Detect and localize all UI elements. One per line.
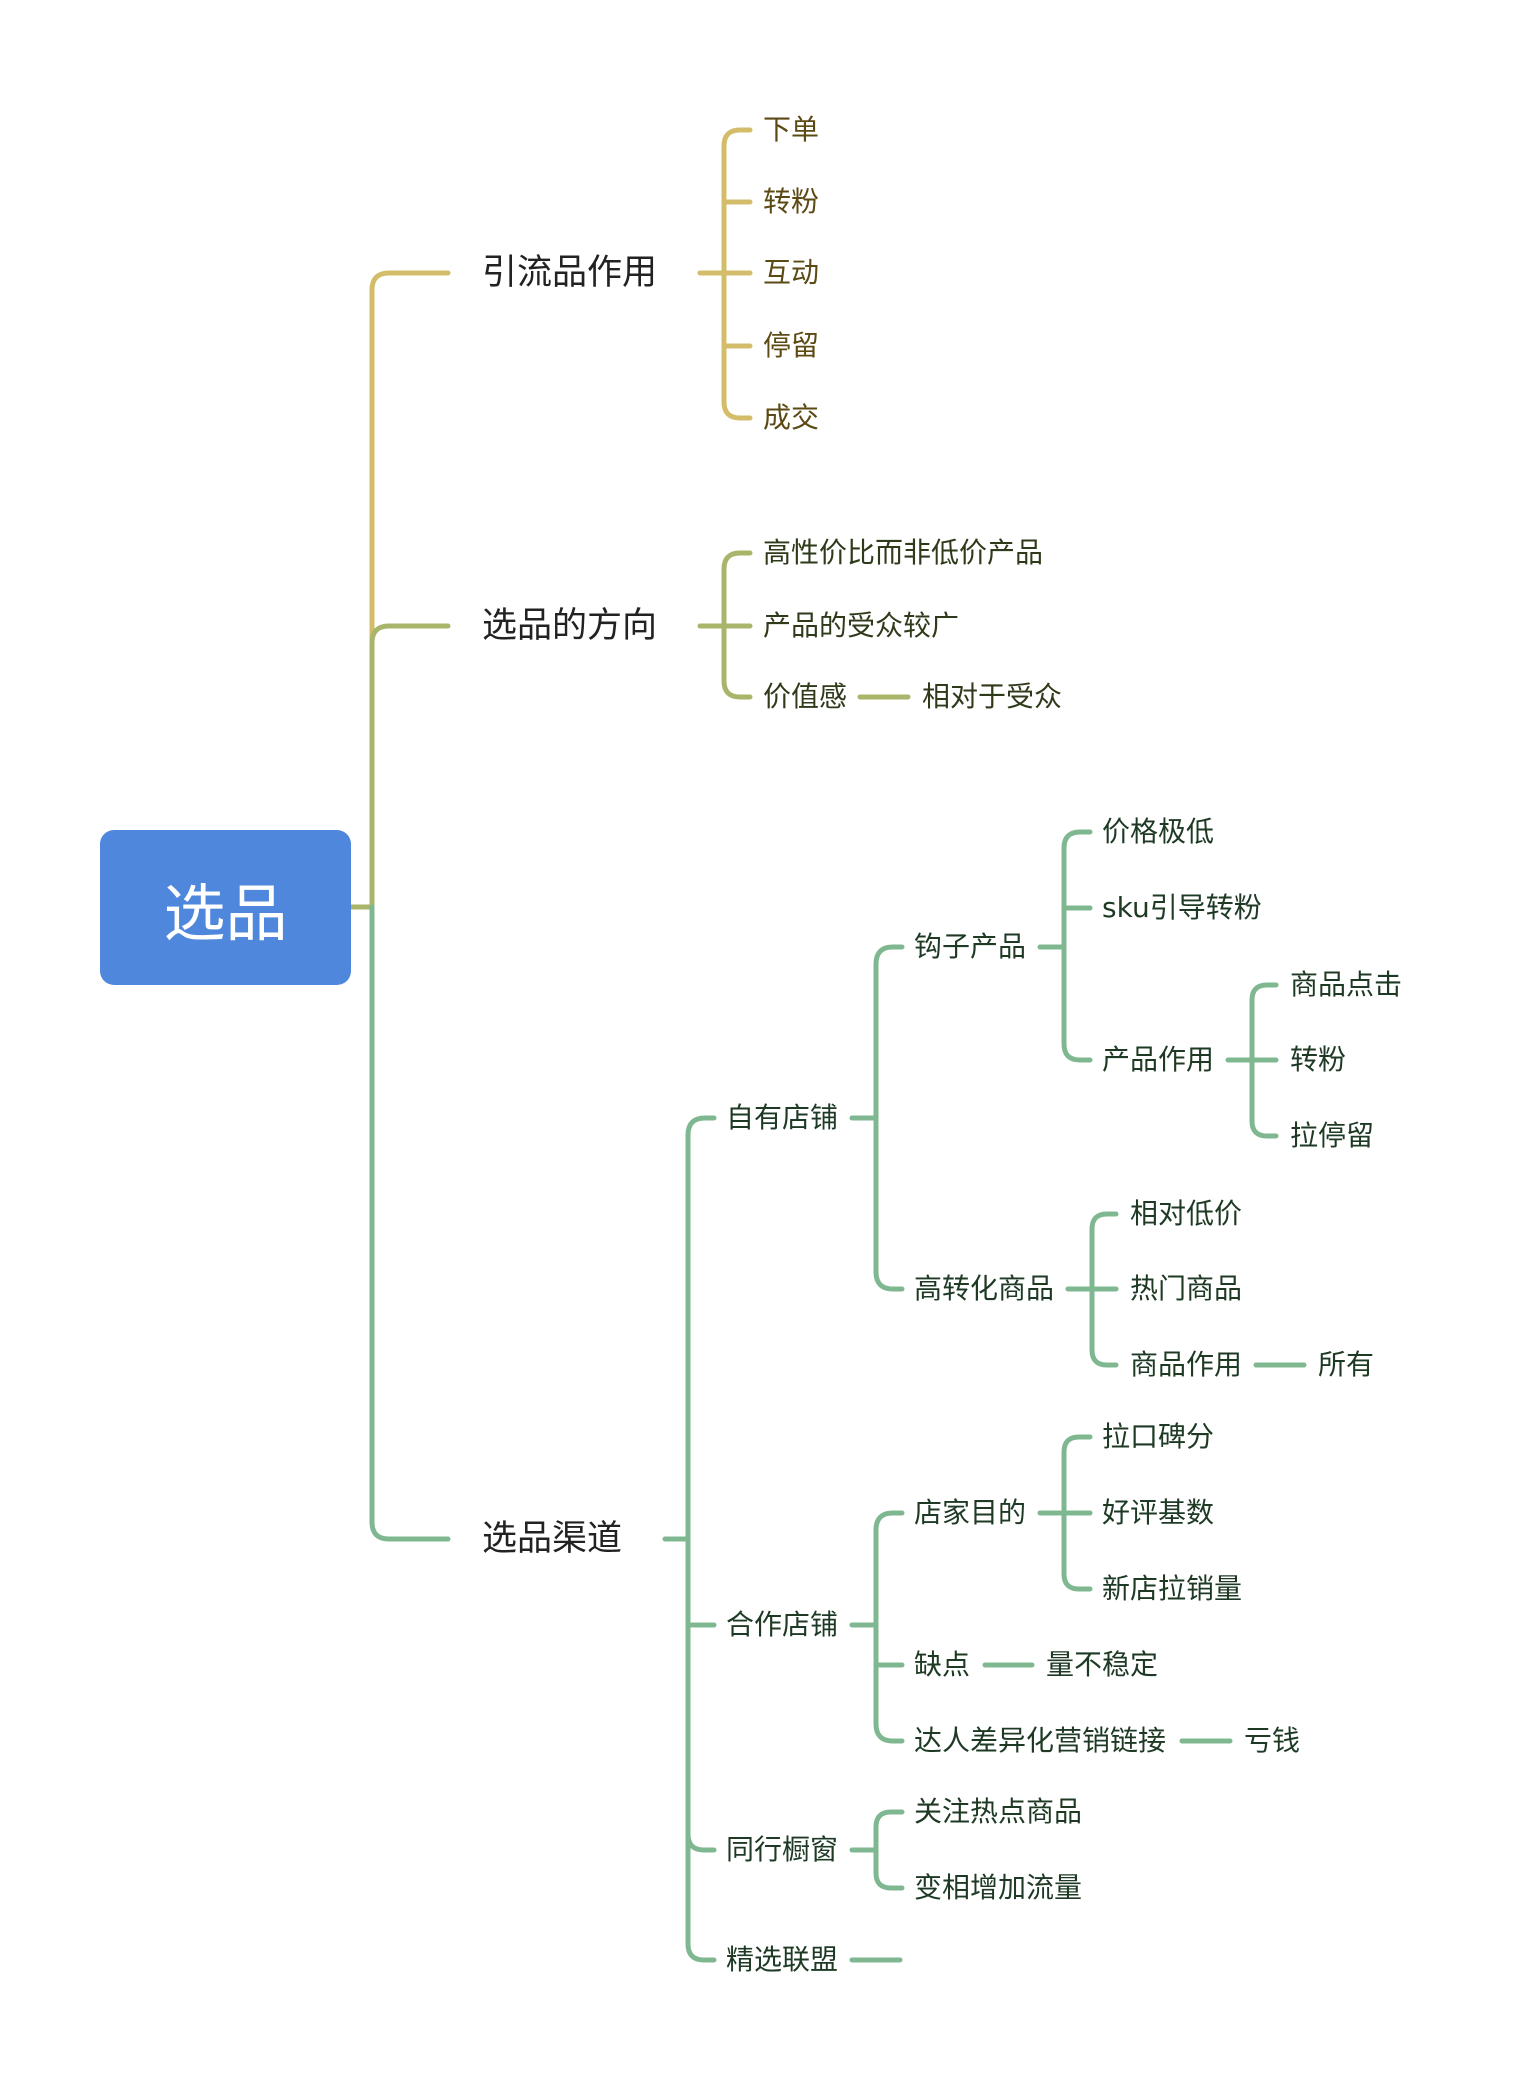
node-b1-child[interactable]: 停留 — [763, 329, 820, 362]
node-store-purpose-item[interactable]: 新店拉销量 — [1102, 1572, 1243, 1605]
node-b2-child[interactable]: 相对于受众 — [922, 680, 1063, 713]
node-branch-b2[interactable]: 选品的方向 — [482, 606, 658, 646]
connector-b2-children — [697, 550, 911, 700]
node-peer-window[interactable]: 同行橱窗 — [726, 1833, 839, 1866]
node-peer-window-item[interactable]: 变相增加流量 — [914, 1871, 1083, 1904]
node-hook-product[interactable]: 钩子产品 — [914, 930, 1027, 963]
node-influencer-value[interactable]: 亏钱 — [1244, 1724, 1301, 1757]
node-hook-role-item[interactable]: 商品点击 — [1290, 968, 1403, 1001]
node-b2-child[interactable]: 产品的受众较广 — [763, 609, 960, 642]
root-label: 选品 — [163, 876, 288, 950]
connector-b3-children — [662, 829, 1307, 1963]
connector-b1-children — [697, 127, 753, 421]
node-branch-b1[interactable]: 引流品作用 — [482, 253, 658, 293]
node-hook-role[interactable]: 产品作用 — [1102, 1043, 1215, 1076]
node-high-conv-item[interactable]: 热门商品 — [1130, 1272, 1243, 1305]
node-influencer-link[interactable]: 达人差异化营销链接 — [914, 1724, 1167, 1757]
node-drawback[interactable]: 缺点 — [914, 1648, 971, 1681]
node-high-conv-role[interactable]: 商品作用 — [1130, 1348, 1243, 1381]
node-branch-b3[interactable]: 选品渠道 — [482, 1519, 623, 1559]
node-hook-role-item[interactable]: 拉停留 — [1290, 1119, 1375, 1152]
connector-branch-b2 — [369, 623, 451, 910]
node-hook-role-item[interactable]: 转粉 — [1290, 1043, 1347, 1076]
node-own-store[interactable]: 自有店铺 — [726, 1101, 839, 1134]
node-b1-child[interactable]: 成交 — [763, 401, 820, 434]
root-node[interactable]: 选品 — [100, 830, 351, 985]
node-store-purpose-item[interactable]: 好评基数 — [1102, 1496, 1215, 1529]
node-selected-alliance[interactable]: 精选联盟 — [726, 1943, 839, 1976]
node-drawback-value[interactable]: 量不稳定 — [1046, 1648, 1159, 1681]
node-hook-item[interactable]: 价格极低 — [1102, 815, 1215, 848]
node-store-purpose[interactable]: 店家目的 — [914, 1496, 1027, 1529]
node-peer-window-item[interactable]: 关注热点商品 — [914, 1795, 1083, 1828]
node-high-conv-role-value[interactable]: 所有 — [1318, 1348, 1375, 1381]
node-b1-child[interactable]: 转粉 — [763, 185, 820, 218]
node-high-conv[interactable]: 高转化商品 — [914, 1272, 1055, 1305]
connector-branch-b1 — [369, 270, 451, 910]
node-b2-child[interactable]: 高性价比而非低价产品 — [763, 536, 1044, 569]
node-b1-child[interactable]: 下单 — [763, 113, 820, 146]
node-high-conv-item[interactable]: 相对低价 — [1130, 1197, 1243, 1230]
node-b1-child[interactable]: 互动 — [763, 256, 820, 289]
node-b2-child[interactable]: 价值感 — [763, 680, 848, 713]
node-partner-store[interactable]: 合作店铺 — [726, 1608, 839, 1641]
node-store-purpose-item[interactable]: 拉口碑分 — [1102, 1420, 1215, 1453]
node-hook-item[interactable]: sku引导转粉 — [1102, 891, 1262, 924]
connector-branch-b3 — [369, 904, 451, 1542]
